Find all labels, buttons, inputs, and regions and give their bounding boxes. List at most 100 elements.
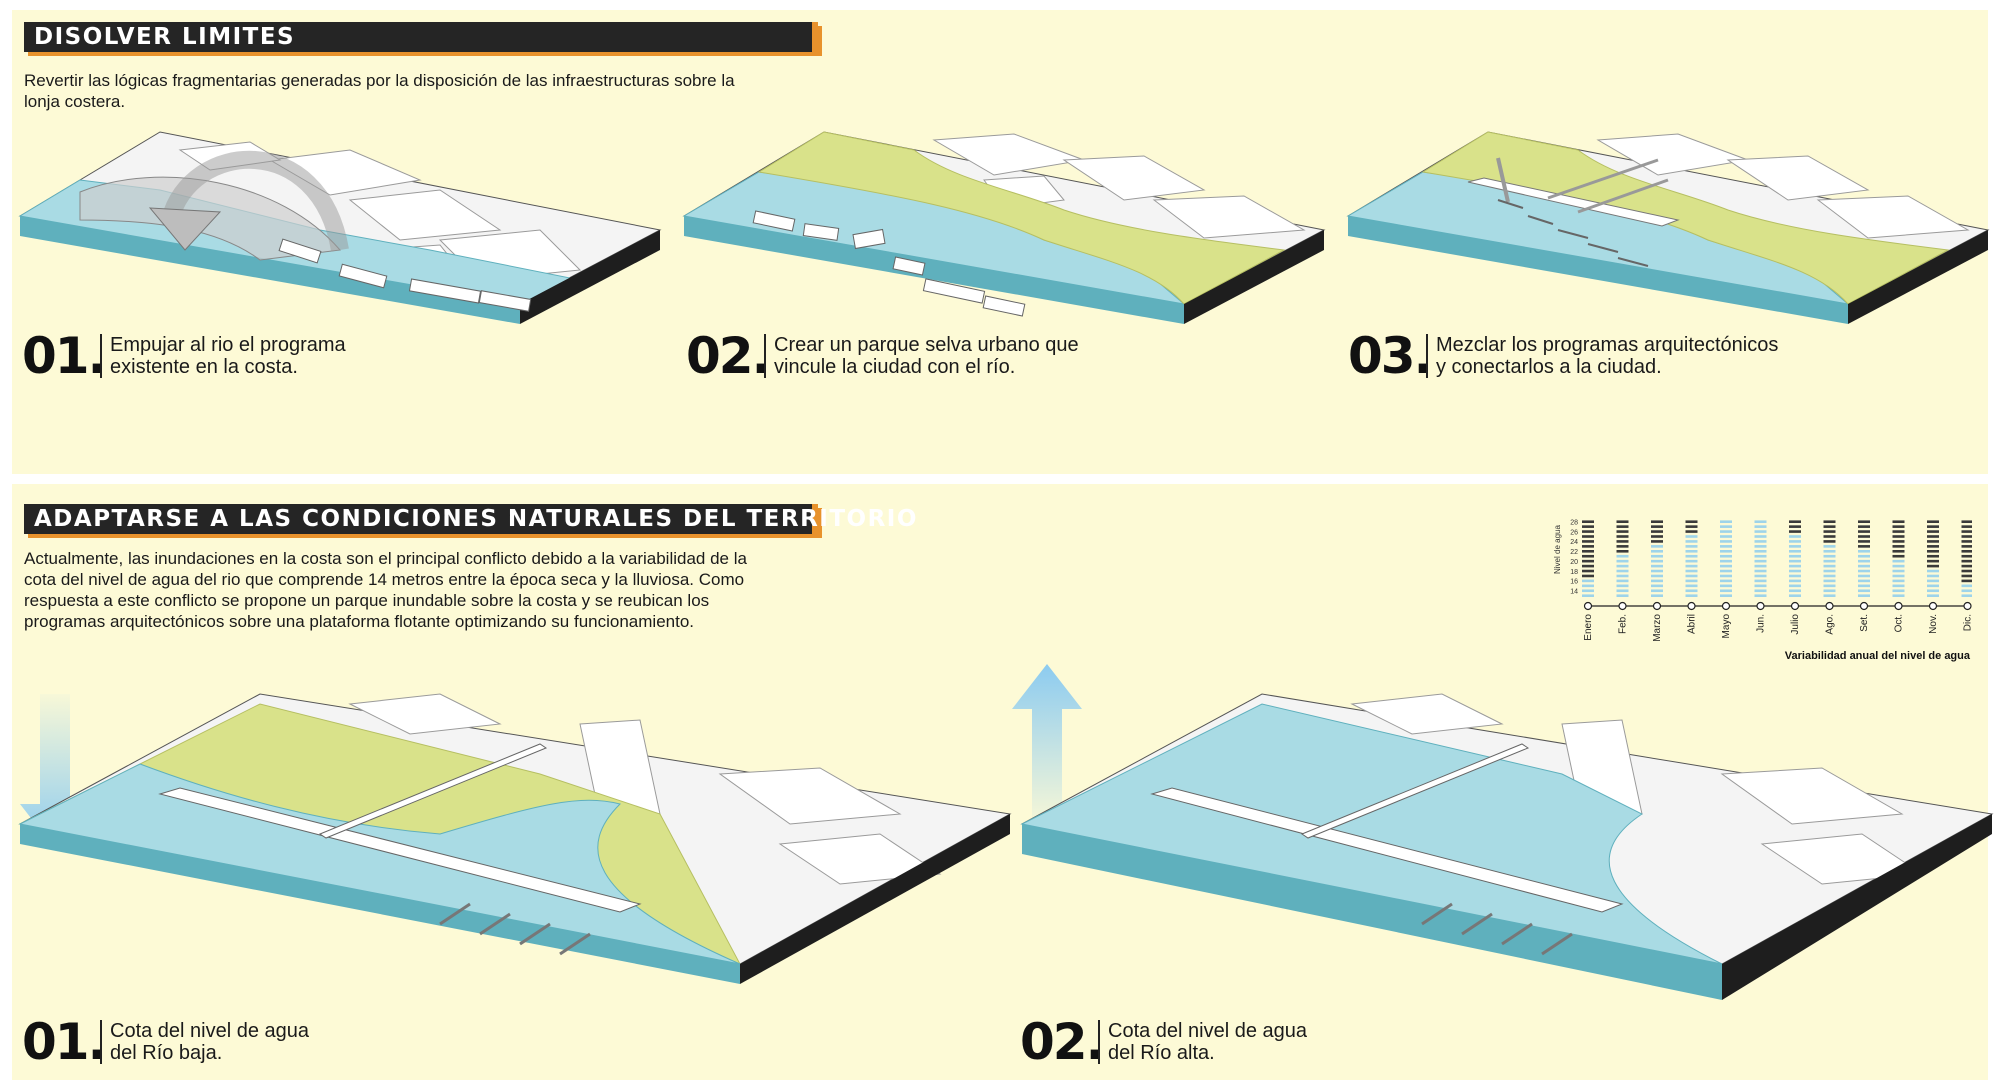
- level-segment: [1858, 574, 1870, 578]
- level-segment: [1858, 545, 1870, 548]
- level-segment: [1720, 545, 1732, 548]
- month-marker: [1583, 601, 1593, 611]
- level-segment: [1927, 559, 1939, 563]
- level-segment: [1754, 550, 1767, 553]
- level-segment: [1582, 540, 1594, 543]
- iso-diagram-connect-programs: [1346, 131, 1990, 324]
- iso-diagram-high-water: [1020, 693, 1994, 1000]
- level-segment: [1685, 584, 1698, 588]
- level-segment: [1651, 525, 1663, 528]
- level-segment: [1823, 574, 1836, 578]
- level-segment: [1961, 535, 1972, 538]
- panel-disolver-limites: DISOLVER LIMITES Revertir las lógicas fr…: [12, 10, 1990, 474]
- level-segment: [1823, 525, 1836, 528]
- level-segment: [1616, 530, 1629, 533]
- level-segment: [1720, 550, 1732, 553]
- level-segment: [1927, 530, 1939, 533]
- step-line: Cota del nivel de agua: [1108, 1020, 1308, 1042]
- month-marker: [1618, 601, 1627, 611]
- month-marker: [1652, 601, 1662, 611]
- level-segment: [1616, 550, 1629, 553]
- level-segment: [1892, 520, 1905, 523]
- month-level-bar: [1927, 520, 1939, 597]
- step-line: Crear un parque selva urbano que: [774, 334, 1079, 356]
- level-segment: [1789, 525, 1801, 528]
- level-segment: [1892, 594, 1905, 597]
- level-segment: [1823, 530, 1836, 533]
- level-segment: [1789, 554, 1801, 558]
- month-marker: [1859, 601, 1869, 611]
- level-segment: [1651, 550, 1663, 553]
- level-segment: [1582, 594, 1594, 597]
- level-segment: [1720, 594, 1732, 597]
- level-segment: [1892, 554, 1905, 558]
- level-segment: [1927, 535, 1939, 538]
- intro-line: Revertir las lógicas fragmentarias gener…: [24, 71, 735, 90]
- intro-line: Actualmente, las inundaciones en la cost…: [24, 549, 747, 568]
- level-segment: [1892, 550, 1905, 553]
- level-segment: [1582, 579, 1594, 583]
- level-segment: [1961, 589, 1972, 593]
- level-segment: [1961, 564, 1972, 568]
- month-level-bar: [1685, 520, 1698, 597]
- level-segment: [1616, 579, 1629, 583]
- intro-line: lonja costera.: [24, 92, 126, 111]
- level-segment: [1823, 554, 1836, 558]
- step-3: 03. Mezclar los programas arquitectónico…: [1348, 328, 1808, 384]
- level-segment: [1892, 564, 1905, 568]
- level-segment: [1651, 569, 1663, 573]
- level-segment: [1754, 540, 1767, 543]
- level-segment: [1823, 589, 1836, 593]
- level-segment: [1858, 535, 1870, 538]
- level-segment: [1582, 589, 1594, 593]
- level-segment: [1720, 574, 1732, 578]
- level-segment: [1651, 554, 1663, 558]
- level-segment: [1651, 530, 1663, 533]
- level-segment: [1685, 545, 1698, 548]
- step-number: 01.: [22, 327, 107, 385]
- level-segment: [1720, 520, 1732, 523]
- month-level-bar: [1858, 520, 1870, 597]
- y-tick-label: 20: [1570, 559, 1578, 566]
- step-2-high: 02. Cota del nivel de agua del Río alta.: [1020, 1014, 1420, 1070]
- month-level-bar: [1754, 520, 1767, 597]
- step-line: Empujar al rio el programa: [110, 334, 346, 356]
- month-label: Enero: [1583, 614, 1594, 641]
- level-segment: [1789, 564, 1801, 568]
- level-segment: [1858, 579, 1870, 583]
- month-label: Feb.: [1618, 614, 1629, 634]
- level-segment: [1858, 559, 1870, 563]
- level-segment: [1754, 520, 1767, 523]
- level-segment: [1582, 569, 1594, 573]
- level-segment: [1616, 554, 1629, 558]
- section-intro: Revertir las lógicas fragmentarias gener…: [24, 70, 824, 112]
- step-line: Cota del nivel de agua: [110, 1020, 310, 1042]
- step-divider: [764, 334, 766, 378]
- level-segment: [1651, 589, 1663, 593]
- month-label: Ago.: [1825, 614, 1836, 635]
- level-segment: [1616, 594, 1629, 597]
- level-segment: [1651, 545, 1663, 548]
- chart-axis: [1583, 601, 1972, 611]
- level-segment: [1927, 550, 1939, 553]
- level-segment: [1582, 535, 1594, 538]
- y-tick-label: 18: [1570, 569, 1578, 576]
- level-segment: [1685, 540, 1698, 543]
- level-segment: [1858, 540, 1870, 543]
- step-line: vincule la ciudad con el río.: [774, 356, 1016, 378]
- level-segment: [1685, 550, 1698, 553]
- level-segment: [1789, 540, 1801, 543]
- level-segment: [1720, 540, 1732, 543]
- level-segment: [1927, 525, 1939, 528]
- level-segment: [1961, 554, 1972, 558]
- y-tick-label: 26: [1570, 529, 1578, 536]
- step-number: 01.: [22, 1013, 107, 1071]
- level-segment: [1582, 559, 1594, 563]
- level-segment: [1961, 584, 1972, 588]
- level-segment: [1789, 520, 1801, 523]
- level-segment: [1892, 559, 1905, 563]
- level-segment: [1685, 579, 1698, 583]
- month-label: Nov.: [1928, 614, 1939, 634]
- level-segment: [1789, 584, 1801, 588]
